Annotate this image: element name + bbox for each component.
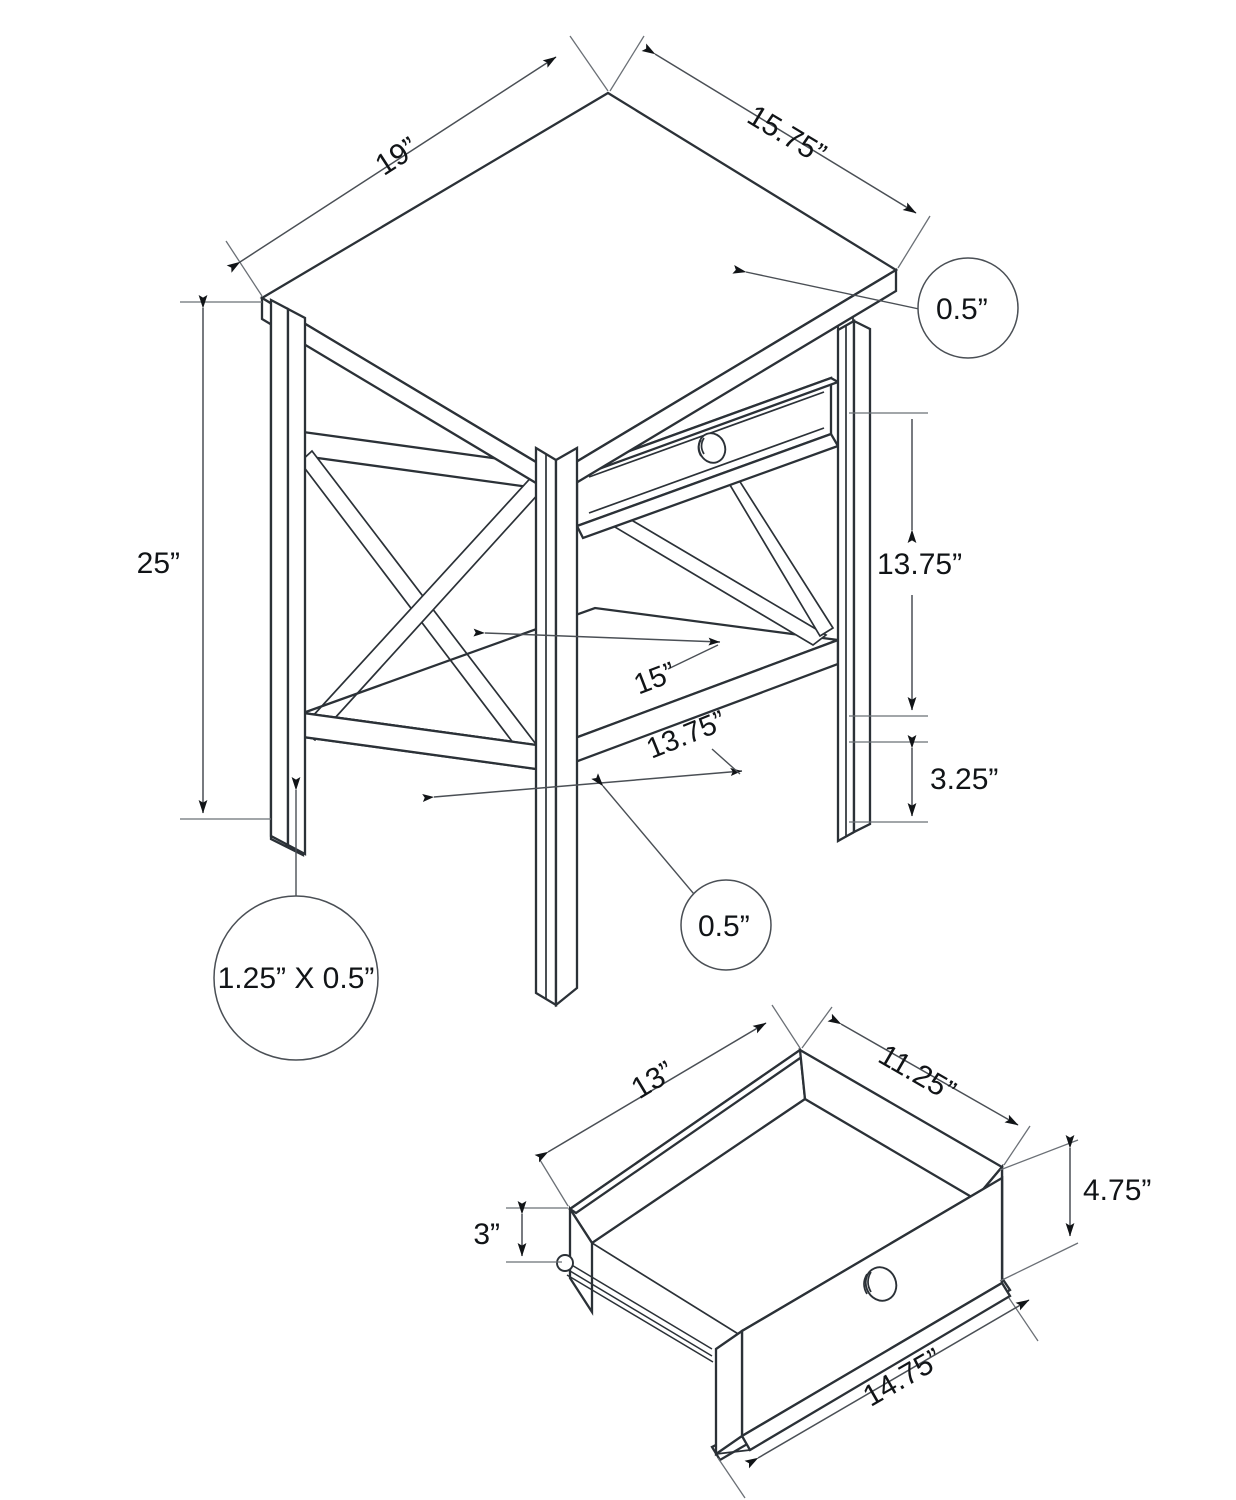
callout-leg-section: 1.25” X 0.5” [213, 777, 379, 1061]
callout-label-top-thickness: 0.5” [936, 293, 988, 326]
callout-label-leg-section: 1.25” X 0.5” [218, 962, 375, 995]
dimension-label-13: 13” [626, 1055, 680, 1106]
callout-top-thickness: 0.5” [732, 257, 1019, 359]
callout-shelf-thickness: 0.5” [591, 773, 772, 971]
table-assembly [259, 91, 899, 1008]
drawer-slide [556, 1254, 714, 1363]
dimension-label-19: 19” [370, 131, 424, 182]
dimension-label-475: 4.75” [1083, 1174, 1151, 1207]
dimension-label-1375-vertical: 13.75” [877, 548, 962, 581]
dimension-label-25: 25” [137, 547, 180, 580]
dimension-475in: 4.75” [999, 1135, 1151, 1282]
dimension-label-3: 3” [473, 1218, 500, 1251]
front-center-leg [534, 445, 579, 1008]
dimension-label-15: 15” [630, 656, 681, 701]
callout-label-shelf-thickness: 0.5” [698, 910, 750, 943]
drawer-knob-icon [697, 432, 727, 464]
drawer-box-knob-icon [863, 1266, 898, 1302]
dimension-25in: 25” [137, 295, 271, 820]
front-left-leg-foot [269, 298, 307, 856]
dimension-3in: 3” [473, 1201, 568, 1263]
dimension-1375in-vertical: 13.75” [849, 412, 962, 717]
dimension-label-325: 3.25” [930, 763, 998, 796]
front-right-leg [836, 319, 872, 843]
table-drawer-front [574, 376, 841, 540]
dimension-label-1575: 15.75” [742, 99, 832, 171]
dimension-325in: 3.25” [849, 735, 998, 823]
drawer-assembly [556, 1047, 1012, 1462]
